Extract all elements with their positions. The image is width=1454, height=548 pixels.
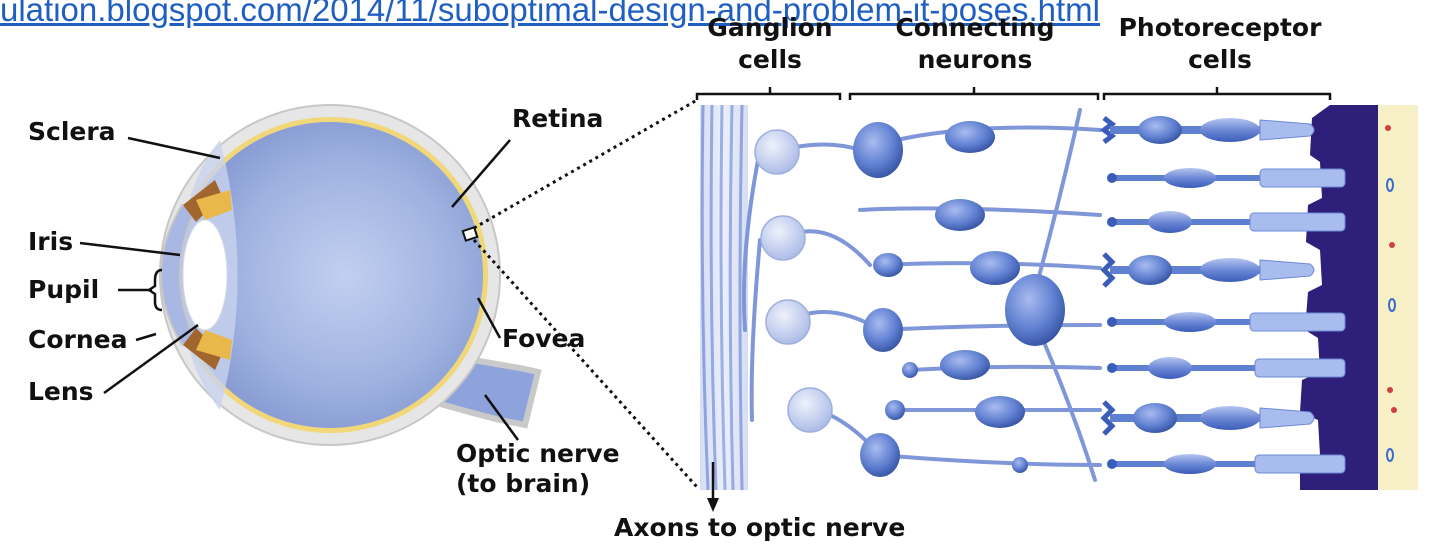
neuron-cell <box>945 121 995 153</box>
label-iris: Iris <box>28 227 74 256</box>
neuron-cell <box>975 396 1025 428</box>
source-link[interactable]: ulation.blogspot.com/2014/11/suboptimal-… <box>0 0 1100 28</box>
header-photoreceptor: Photoreceptor <box>1118 13 1322 42</box>
label-axons: Axons to optic nerve <box>614 513 906 542</box>
retina-detail <box>700 104 1418 491</box>
label-cornea: Cornea <box>28 325 128 354</box>
label-fovea: Fovea <box>502 324 586 353</box>
neuron-cell <box>970 251 1020 285</box>
neuron-cell <box>902 362 918 378</box>
photoreceptor-row <box>1100 400 1315 436</box>
label-optic-nerve-sub: (to brain) <box>456 469 591 498</box>
photoreceptor-row <box>1107 357 1346 379</box>
vitreous-body <box>177 122 483 428</box>
photoreceptor-row <box>1100 252 1315 288</box>
neuron-cell <box>860 433 900 477</box>
label-lens: Lens <box>28 377 94 406</box>
photoreceptors <box>1099 116 1346 474</box>
header-ganglion-sub: cells <box>738 45 802 74</box>
header-connecting: Connecting <box>895 13 1055 42</box>
zoom-lines <box>472 98 699 489</box>
photoreceptor-row <box>1107 454 1346 474</box>
choroid-cells <box>1386 178 1396 462</box>
neuron-cell <box>885 400 905 420</box>
neuron-cell <box>940 350 990 380</box>
label-retina: Retina <box>512 104 604 133</box>
label-sclera: Sclera <box>28 117 116 146</box>
eyeball <box>159 104 542 446</box>
label-pupil: Pupil <box>28 275 100 304</box>
connecting-neurons <box>853 121 1065 477</box>
label-optic-nerve: Optic nerve <box>456 439 620 468</box>
red-blood-cells <box>1385 125 1397 413</box>
ganglion-cells <box>754 129 833 433</box>
axons-arrow <box>707 462 719 512</box>
neuron-cell <box>873 253 903 277</box>
ganglion-cell <box>754 129 800 175</box>
header-photoreceptor-sub: cells <box>1188 45 1252 74</box>
neuron-cell <box>935 199 985 231</box>
neuron-cell <box>1012 457 1028 473</box>
header-connecting-sub: neurons <box>917 45 1033 74</box>
ganglion-cell <box>787 387 833 433</box>
header-brackets <box>695 87 1332 100</box>
neuron-cell <box>863 308 903 352</box>
ganglion-cell <box>760 215 806 261</box>
choroid <box>1378 105 1418 490</box>
neuron-cell <box>853 122 903 178</box>
photoreceptor-row <box>1099 116 1315 144</box>
eye-leader-lines <box>79 136 520 441</box>
pigment-epithelium <box>1300 105 1378 490</box>
header-ganglion: Ganglion <box>707 13 833 42</box>
lens-shape <box>182 219 228 331</box>
neuron-cell <box>1005 274 1065 346</box>
ganglion-cell <box>765 299 811 345</box>
photoreceptor-row <box>1107 211 1346 233</box>
photoreceptor-row <box>1107 168 1346 188</box>
retina-marker <box>461 226 479 242</box>
photoreceptor-row <box>1107 312 1346 332</box>
